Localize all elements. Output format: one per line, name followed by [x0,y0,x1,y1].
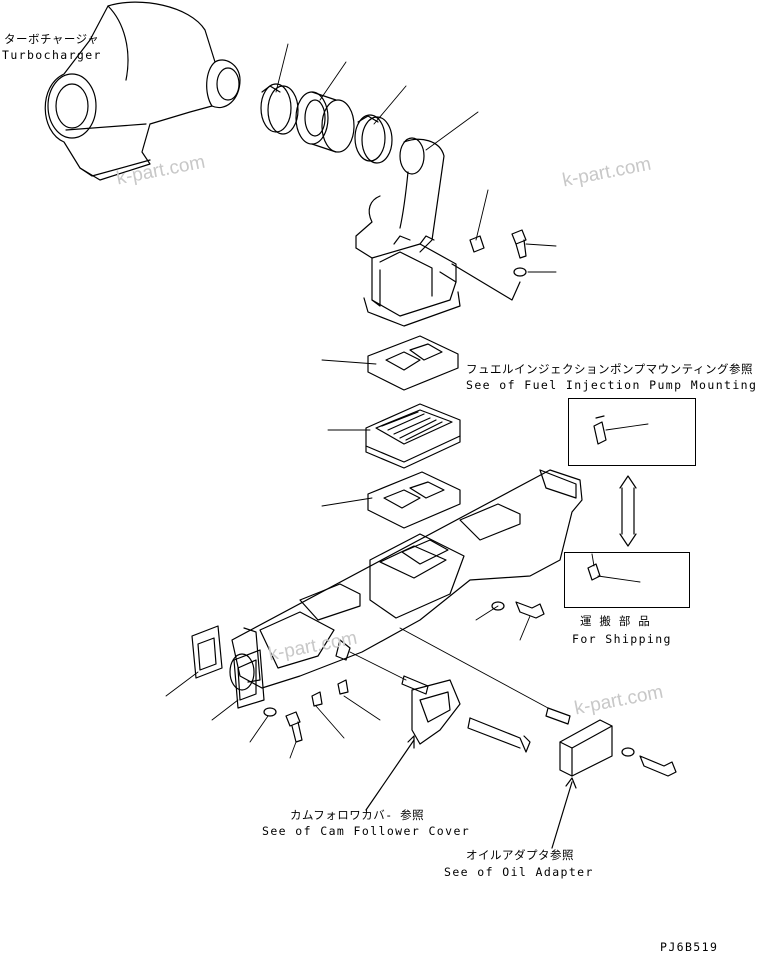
shipping-connector [591,553,595,567]
side-gasket [191,625,223,679]
fuel-pump-label-jp: フュエルインジェクションポンプマウンティング参照 [466,362,753,376]
bolt-path-line [451,263,521,301]
washer-lower-left [263,707,277,717]
plug-2 [337,679,349,695]
fuel-pump-label-en: See of Fuel Injection Pump Mounting [466,378,758,392]
leader-lines [165,43,649,759]
plug-1 [311,691,323,707]
washer-oil [621,747,635,757]
sensor-part-bottom [587,563,601,581]
intake-heater [365,403,461,469]
bolt-oil [639,755,677,777]
bolt-right [515,601,545,619]
oil-adapter-label-jp: オイルアダプタ参照 [466,848,574,862]
double-arrow [619,475,637,547]
cam-cover-arrow [365,735,415,811]
long-bolt [467,717,531,753]
elbow-fitting [469,235,485,253]
bolt-upper [511,229,527,259]
oil-adapter-bracket [559,719,613,777]
turbocharger-label-en: Turbocharger [2,48,102,62]
cam-cover-label-jp: カムフォロワカバ- 参照 [290,808,425,822]
bolt-lower-left [285,711,303,743]
rubber-hose [295,91,355,153]
shipping-label-jp: 運 搬 部 品 [580,614,651,628]
sensor-part-top [593,415,607,445]
washer-upper [513,267,527,277]
fuel-pump-reference-box [568,398,696,466]
gasket-2 [367,471,461,529]
gasket-1 [367,335,459,391]
washer-right [491,601,505,611]
drawing-code: PJ6B519 [660,940,719,954]
sleeve [545,707,571,725]
cam-cover-label-en: See of Cam Follower Cover [262,824,471,838]
cam-follower-bracket [411,679,461,745]
shipping-label-en: For Shipping [572,632,672,646]
oil-adapter-arrow [551,777,577,849]
hose-clamp-1 [260,83,299,135]
dowel-pin [401,675,429,695]
hose-clamp-2 [354,114,393,164]
side-bracket [233,649,265,709]
turbocharger-label-jp: ターボチャージャ [4,32,100,46]
intake-manifold [229,469,583,691]
turbocharger-part [44,1,241,181]
oil-adapter-label-en: See of Oil Adapter [444,865,594,879]
elbow-connector [355,137,461,327]
shipping-box [564,552,690,608]
